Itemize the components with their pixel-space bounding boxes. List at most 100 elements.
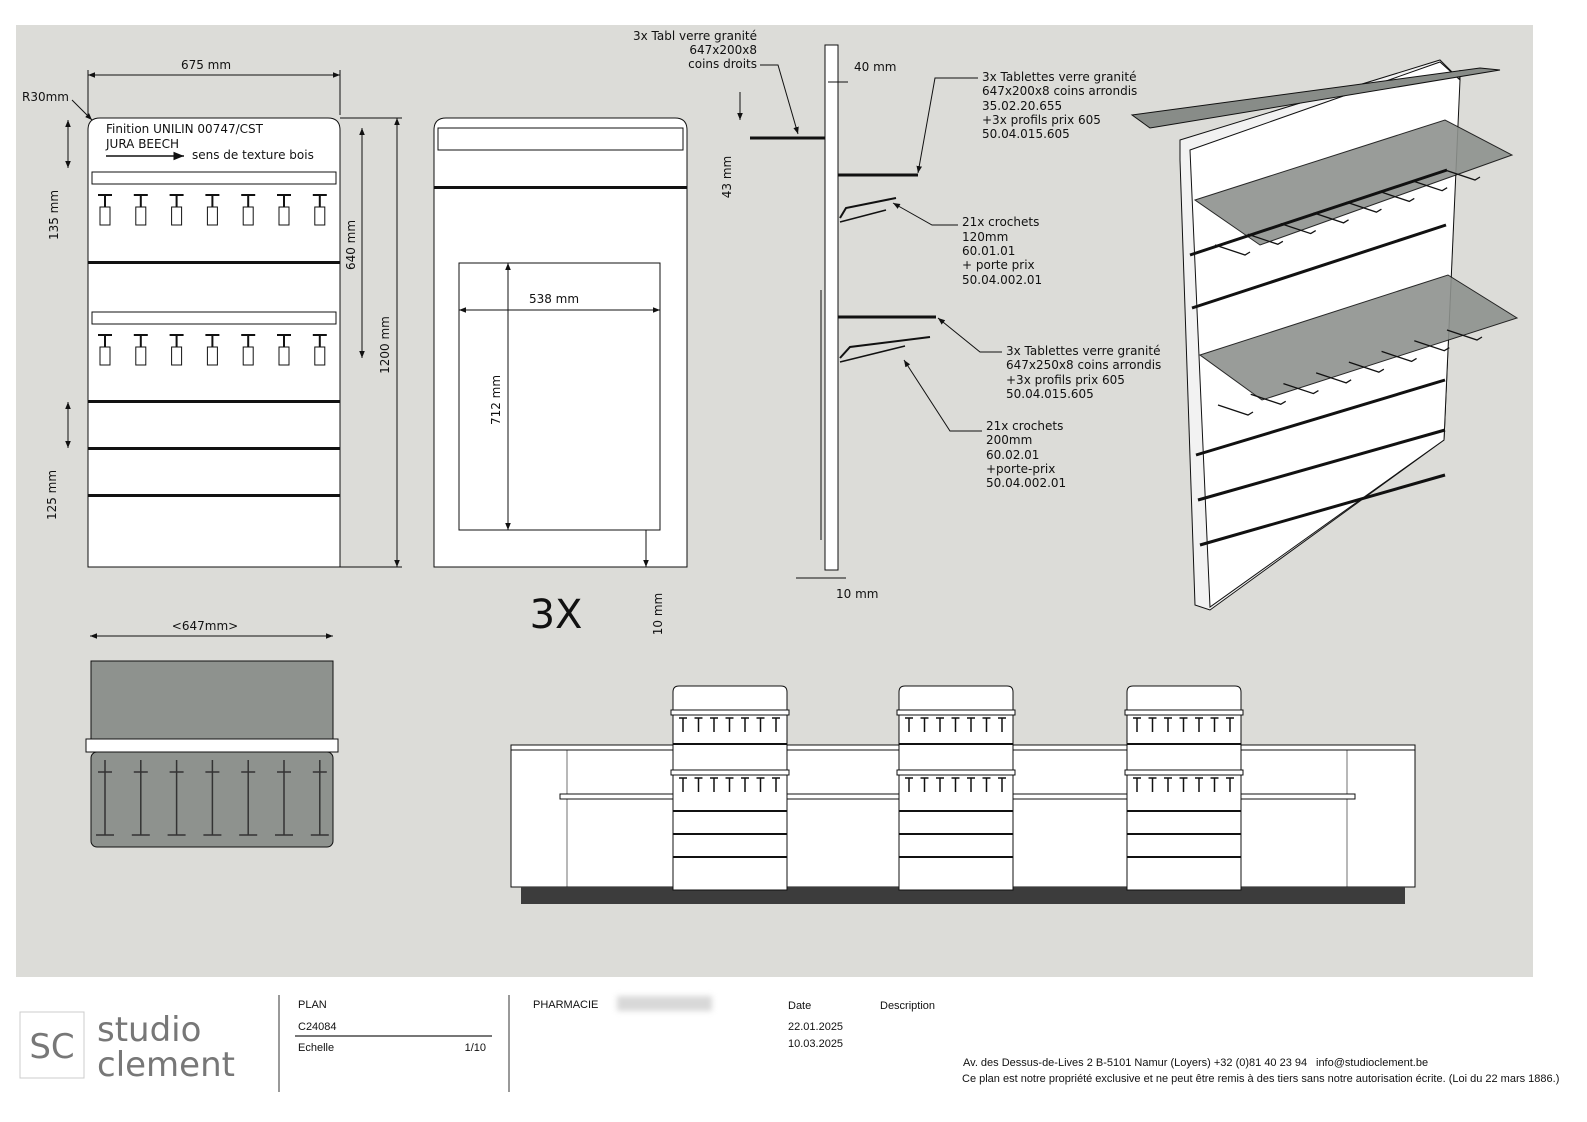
hook xyxy=(982,777,991,792)
svg-text:647x250x8 coins arrondis: 647x250x8 coins arrondis xyxy=(1006,358,1161,372)
hook xyxy=(1411,180,1448,192)
hook xyxy=(1381,350,1417,363)
price-holder xyxy=(314,206,326,226)
slat xyxy=(899,743,1013,745)
hook xyxy=(1315,372,1352,384)
hook xyxy=(741,777,749,792)
slat xyxy=(899,833,1013,835)
hook xyxy=(905,717,913,732)
title-block: SC studio clement PLAN C24084 Echelle 1/… xyxy=(19,995,1559,1092)
note-shelf-top: 3x Tabl verre granité 647x200x8 coins dr… xyxy=(633,29,799,135)
quantity-label: 3X xyxy=(530,592,583,638)
hook xyxy=(239,760,258,836)
price-holder xyxy=(99,206,111,226)
note-hooks-120: 21x crochets 120mm 60.01.01 + porte prix… xyxy=(892,202,1042,287)
hook xyxy=(1217,404,1254,416)
note-hooks-200: 21x crochets 200mm 60.02.01 +porte-prix … xyxy=(903,359,1066,490)
perspective-view xyxy=(1130,59,1519,611)
hook xyxy=(1348,361,1385,373)
slat xyxy=(899,856,1013,858)
price-holder xyxy=(206,206,218,226)
svg-text:+3x profils prix 605: +3x profils prix 605 xyxy=(982,113,1101,127)
dim-radius: R30mm xyxy=(22,90,69,104)
email: info@studioclement.be xyxy=(1316,1057,1428,1069)
finish-label: Finition UNILIN 00747/CST xyxy=(106,122,264,136)
svg-text:+ porte prix: + porte prix xyxy=(962,258,1035,272)
slat xyxy=(1127,856,1241,858)
dim-538: 538 mm xyxy=(529,292,579,306)
hook xyxy=(1247,233,1284,245)
logo-mark: SC xyxy=(29,1027,74,1067)
hook xyxy=(1164,717,1172,732)
slat xyxy=(1127,743,1241,745)
hook xyxy=(1214,244,1251,256)
dim-40: 40 mm xyxy=(854,60,896,74)
slat xyxy=(673,810,787,812)
project-name: PHARMACIE xyxy=(533,999,598,1011)
hook xyxy=(936,717,944,732)
hook xyxy=(967,777,975,792)
svg-text:3x Tabl verre granité: 3x Tabl verre granité xyxy=(633,29,757,43)
hook xyxy=(1226,777,1234,792)
hook xyxy=(741,717,749,732)
hook xyxy=(725,777,734,792)
hook xyxy=(679,717,687,732)
hook xyxy=(1280,222,1317,235)
price-holder xyxy=(278,206,290,226)
hook xyxy=(1346,201,1382,213)
hook xyxy=(131,760,150,836)
hook xyxy=(905,777,913,792)
shelf xyxy=(1124,769,1244,776)
svg-text:60.01.01: 60.01.01 xyxy=(962,244,1015,258)
price-holder xyxy=(242,206,254,226)
dim-135: 135 mm xyxy=(47,190,61,240)
svg-text:50.04.002.01: 50.04.002.01 xyxy=(962,273,1042,287)
slat xyxy=(1127,810,1241,812)
description-header: Description xyxy=(880,1000,935,1012)
note-shelf-200: 3x Tablettes verre granité 647x200x8 coi… xyxy=(916,70,1137,174)
svg-text:21x crochets: 21x crochets xyxy=(962,215,1039,229)
svg-text:+porte-prix: +porte-prix xyxy=(986,462,1055,476)
dim-640: 640 mm xyxy=(344,220,358,270)
hook xyxy=(275,760,293,836)
hook xyxy=(710,717,718,732)
slat xyxy=(1127,833,1241,835)
svg-text:21x crochets: 21x crochets xyxy=(986,419,1063,433)
hook xyxy=(1148,777,1157,792)
svg-text:3x Tablettes verre granité: 3x Tablettes verre granité xyxy=(982,70,1136,84)
counter-elevation xyxy=(510,685,1416,904)
hook xyxy=(1164,777,1172,792)
hook xyxy=(1148,717,1157,732)
hook xyxy=(96,760,114,836)
hook xyxy=(1226,717,1234,732)
dim-10-back: 10 mm xyxy=(651,593,665,635)
hook xyxy=(967,717,975,732)
hook xyxy=(1179,717,1188,732)
hook xyxy=(1210,777,1219,792)
hook xyxy=(1133,717,1141,732)
svg-text:647x200x8 coins arrondis: 647x200x8 coins arrondis xyxy=(982,84,1137,98)
price-holder xyxy=(278,346,290,366)
hook xyxy=(756,717,765,732)
back-view: 538 mm 712 mm 10 mm 3X xyxy=(433,117,688,638)
hook xyxy=(936,777,944,792)
slat xyxy=(673,833,787,835)
slat xyxy=(673,856,787,858)
shelf xyxy=(670,709,790,716)
hook xyxy=(920,717,929,732)
hook xyxy=(1195,717,1203,732)
price-holder xyxy=(171,206,183,226)
dim-675: 675 mm xyxy=(181,58,231,72)
hook xyxy=(1179,777,1188,792)
scale-label: Echelle xyxy=(298,1042,334,1054)
hook xyxy=(951,777,960,792)
hook xyxy=(998,777,1006,792)
dim-43: 43 mm xyxy=(720,156,734,198)
price-holder xyxy=(171,346,183,366)
hook xyxy=(1444,169,1481,181)
hook xyxy=(1195,777,1203,792)
hook xyxy=(1446,329,1483,341)
hook xyxy=(772,717,780,732)
date-2: 10.03.2025 xyxy=(788,1038,843,1050)
svg-text:coins droits: coins droits xyxy=(688,57,757,71)
